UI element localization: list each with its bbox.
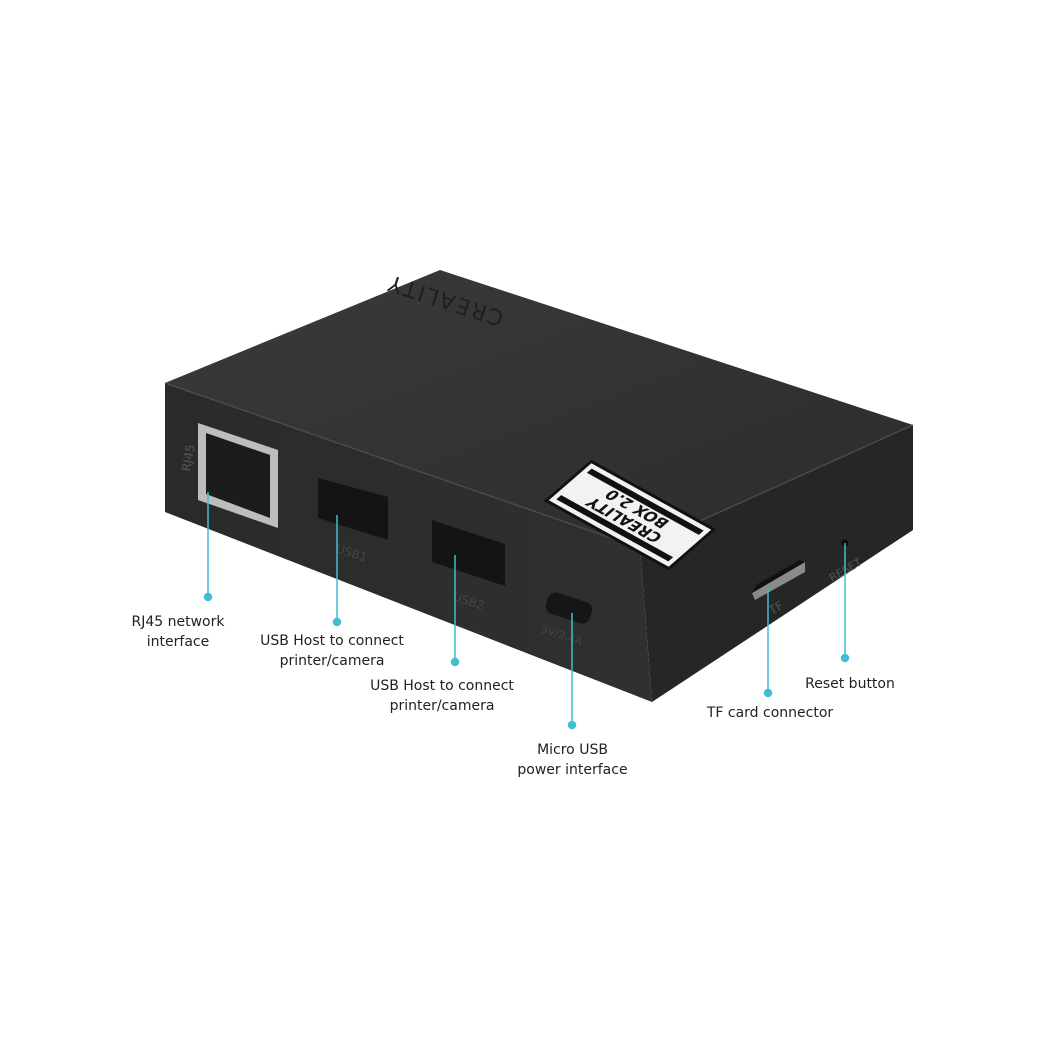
callout-tf-card: TF card connector: [706, 705, 834, 721]
callout-reset: Reset button: [805, 676, 895, 692]
rj45-port: RJ45: [179, 423, 278, 528]
svg-text:TF: TF: [766, 598, 786, 618]
svg-text:RJ45: RJ45: [179, 443, 198, 472]
callout-lines: [203, 492, 850, 730]
device-right-face: [640, 425, 913, 702]
device-top-face: [165, 270, 913, 548]
device-front-face: [165, 383, 652, 702]
tf-card-slot: TF: [752, 560, 805, 618]
